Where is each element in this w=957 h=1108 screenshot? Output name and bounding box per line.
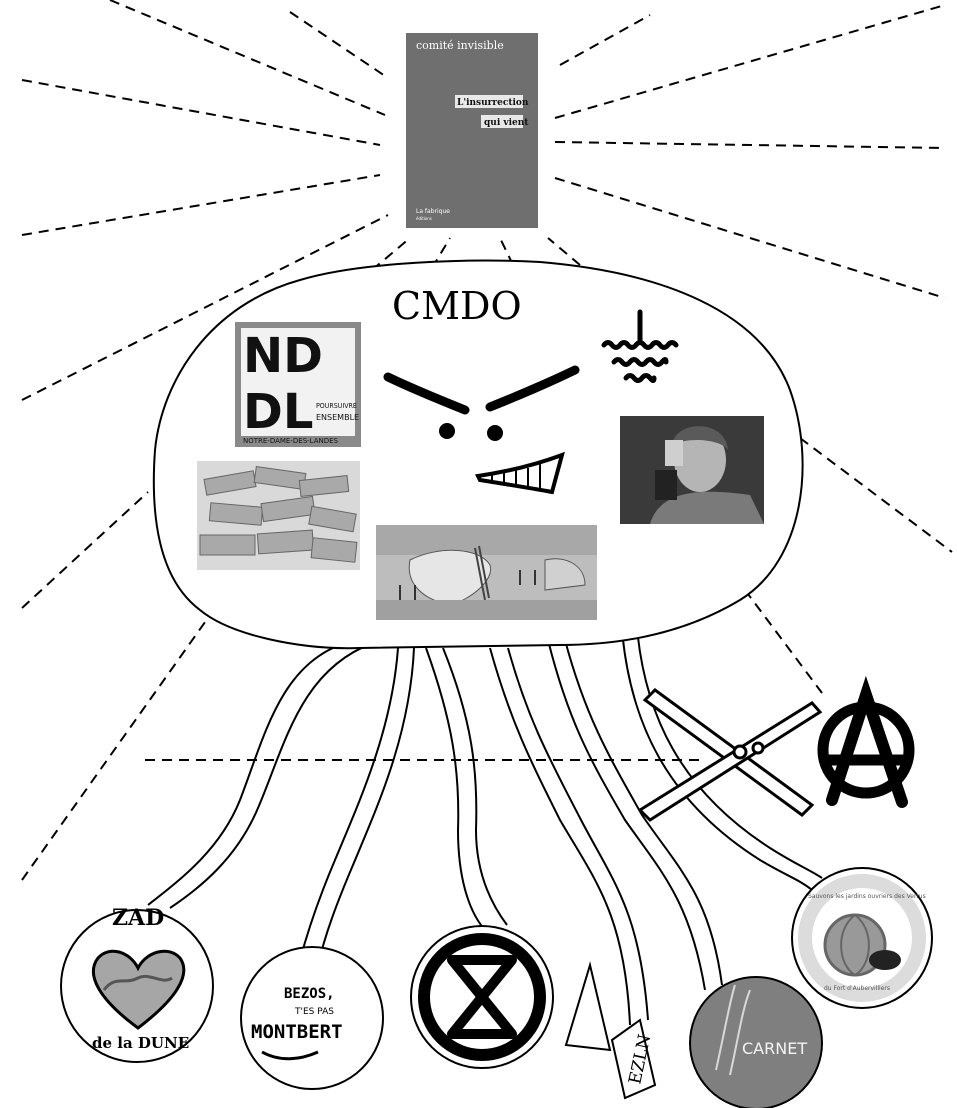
portrait-photo — [620, 416, 764, 524]
zad-dune-logo: ZAD de la DUNE — [60, 905, 214, 1063]
book-author: comité invisible — [416, 39, 504, 52]
nddl-caption: NOTRE-DAME-DES-LANDES — [243, 437, 339, 445]
jardins-vertus-logo: Sauvons les jardins ouvriers des Vertus … — [791, 867, 933, 1009]
right-eye — [487, 425, 503, 441]
bezos-line1: BEZOS, — [284, 986, 335, 1002]
nddl-side-1: POURSUIVRE — [316, 402, 357, 410]
anarchy-symbol — [817, 675, 915, 808]
right-eyebrow — [485, 365, 580, 412]
book-title-1: L'insurrection — [457, 98, 529, 108]
angry-face — [383, 365, 580, 495]
radiating-dashed-lines — [21, 0, 953, 881]
book-publisher: La fabrique — [416, 208, 450, 215]
jardins-bottom: du Fort d'Aubervilliers — [824, 985, 890, 992]
book-publisher-sub: éditions — [416, 216, 432, 221]
bezos-line3: MONTBERT — [251, 1021, 343, 1043]
carnet-logo: CARNET — [689, 976, 823, 1108]
zad-top: ZAD — [112, 905, 164, 931]
carnet-label: CARNET — [742, 1039, 807, 1058]
zad-bottom: de la DUNE — [92, 1034, 189, 1052]
bezos-line2: T'ES PAS — [294, 1007, 334, 1017]
banknotes-photo — [197, 461, 360, 570]
nddl-logo: ND DL POURSUIVRE ENSEMBLE NOTRE-DAME-DES… — [235, 322, 361, 447]
nddl-top: ND — [243, 328, 323, 384]
book-cover: comité invisible L'insurrection qui vien… — [406, 33, 538, 228]
nddl-bottom: DL — [243, 384, 313, 440]
book-title-2: qui vient — [484, 118, 529, 128]
center-title: CMDO — [392, 284, 522, 328]
tentacles — [147, 627, 823, 1026]
wreck-painting — [376, 525, 597, 620]
ezln-flag: EZLN — [564, 961, 657, 1100]
jardins-top: Sauvons les jardins ouvriers des Vertus — [808, 893, 926, 900]
nddl-side-2: ENSEMBLE — [316, 413, 359, 422]
crossed-tools-symbol — [637, 688, 823, 822]
bezos-montbert-logo: BEZOS, T'ES PAS MONTBERT — [240, 946, 384, 1090]
ground-symbol — [601, 309, 679, 383]
left-eyebrow — [383, 372, 470, 415]
left-eye — [439, 423, 455, 439]
extinction-rebellion-logo — [410, 925, 554, 1069]
